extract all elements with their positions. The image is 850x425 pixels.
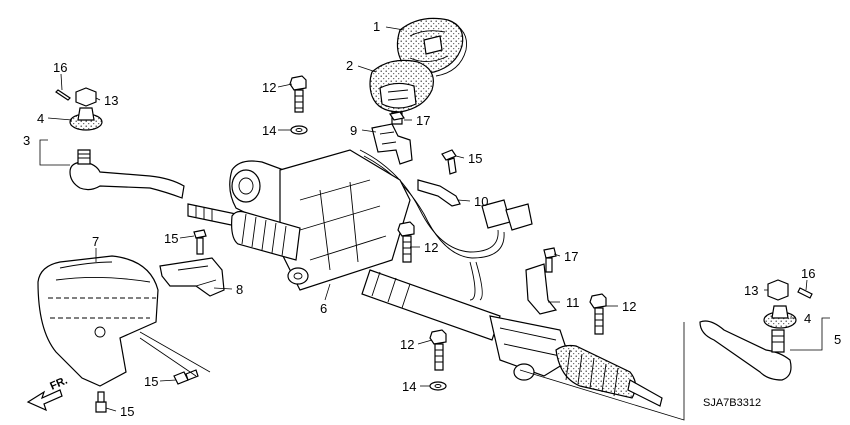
heat-shield-part xyxy=(37,255,159,387)
callout-17-right: 17 xyxy=(564,249,578,264)
callout-16-right: 16 xyxy=(801,266,815,281)
callout-4-left: 4 xyxy=(37,111,44,126)
callout-14-top: 14 xyxy=(262,123,276,138)
bolt-15c-part xyxy=(173,369,199,385)
bolt-15d-part xyxy=(95,391,107,413)
washer-14a-part xyxy=(290,125,308,135)
steering-gearbox-part xyxy=(187,149,663,407)
seal-part xyxy=(369,59,434,113)
callout-3: 3 xyxy=(23,133,30,148)
castle-nut-left-part xyxy=(75,87,97,107)
callout-12-top: 12 xyxy=(262,80,276,95)
leader-lines xyxy=(39,26,830,421)
castle-nut-right-part xyxy=(767,279,789,301)
callout-9: 9 xyxy=(350,123,357,138)
callout-8: 8 xyxy=(236,282,243,297)
callout-2: 2 xyxy=(346,58,353,73)
callout-5: 5 xyxy=(834,332,841,347)
callout-15-bottom: 15 xyxy=(120,404,134,419)
bolt-15a-part xyxy=(193,229,207,255)
bracket-11-part xyxy=(525,263,558,315)
boot-left-part xyxy=(69,107,103,131)
tie-rod-end-right-part xyxy=(699,320,792,381)
callout-12-right: 12 xyxy=(622,299,636,314)
callout-11: 11 xyxy=(566,295,580,310)
front-direction-arrow xyxy=(26,389,63,412)
callout-12-bottom: 12 xyxy=(400,337,414,352)
callout-4-right: 4 xyxy=(804,311,811,326)
boot-right-part xyxy=(763,305,797,329)
callout-15-bottom-left: 15 xyxy=(144,374,158,389)
callout-13-right: 13 xyxy=(744,283,758,298)
bolt-12d-part xyxy=(429,329,447,371)
cotter-pin-left-part xyxy=(55,89,71,101)
bolt-12c-part xyxy=(589,293,607,335)
callout-15-left: 15 xyxy=(164,231,178,246)
front-direction-label: FR. xyxy=(48,375,69,393)
callout-13-left: 13 xyxy=(104,93,118,108)
callout-16-left: 16 xyxy=(53,60,67,75)
clip-part xyxy=(417,179,461,207)
callout-6: 6 xyxy=(320,301,327,316)
washer-14b-part xyxy=(429,381,447,391)
bolt-12b-part xyxy=(397,221,415,263)
callout-17-top: 17 xyxy=(416,113,430,128)
bolt-17b-part xyxy=(543,247,557,273)
bolt-15b-part xyxy=(441,149,457,175)
callout-10: 10 xyxy=(474,194,488,209)
diagram-code: SJA7B3312 xyxy=(703,397,761,409)
bracket-part xyxy=(159,257,225,297)
bolt-12a-part xyxy=(289,75,307,113)
bolt-17a-part xyxy=(389,111,405,121)
dust-boot-cover-part xyxy=(396,17,468,77)
cotter-pin-right-part xyxy=(797,287,813,299)
callout-1: 1 xyxy=(373,19,380,34)
callout-7: 7 xyxy=(92,234,99,249)
callout-12-center: 12 xyxy=(424,240,438,255)
tie-rod-end-left-part xyxy=(69,149,185,199)
callout-14-bottom: 14 xyxy=(402,379,416,394)
callout-15-center: 15 xyxy=(468,151,482,166)
